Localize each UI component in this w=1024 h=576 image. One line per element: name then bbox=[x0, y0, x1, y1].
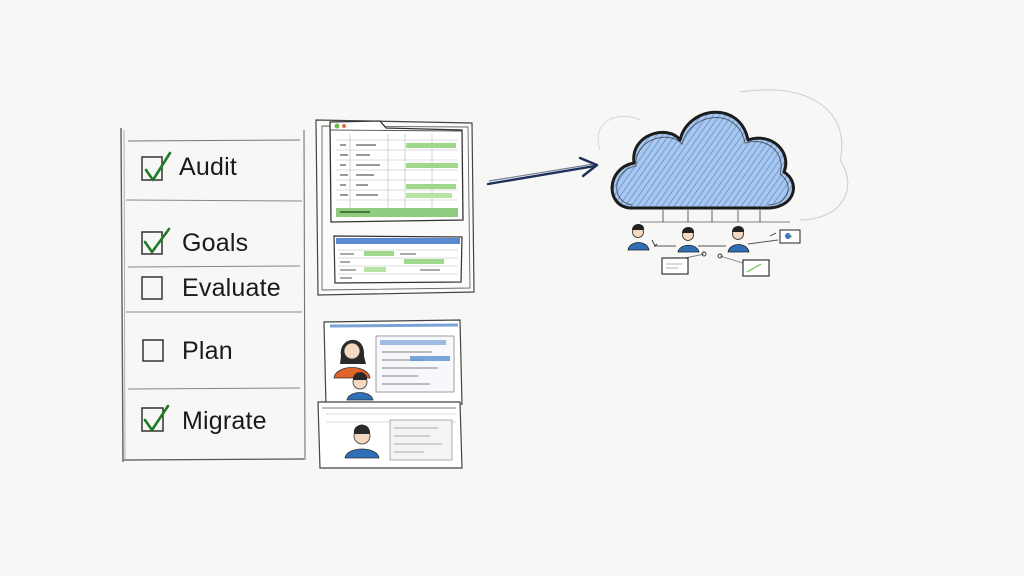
checklist-label-goals: Goals bbox=[182, 229, 249, 257]
checklist-label-plan: Plan bbox=[182, 337, 233, 365]
checkbox-evaluate[interactable] bbox=[141, 276, 163, 300]
checkbox-plan[interactable] bbox=[142, 339, 164, 362]
laptop-icon bbox=[661, 257, 689, 275]
checklist-label-audit: Audit bbox=[179, 153, 237, 181]
window-dot-icon bbox=[342, 124, 346, 128]
woman-avatar bbox=[333, 339, 371, 379]
man-avatar bbox=[344, 424, 380, 459]
video-call-window-bottom bbox=[317, 401, 463, 469]
tablet-icon bbox=[779, 229, 801, 244]
user-avatar-icon bbox=[627, 224, 650, 251]
laptop-icon bbox=[742, 259, 770, 277]
spreadsheet-window-middle bbox=[333, 235, 463, 284]
arrowhead-icon bbox=[578, 156, 599, 178]
checklist-label-evaluate: Evaluate bbox=[182, 274, 281, 302]
user-avatar-icon bbox=[677, 227, 700, 253]
video-call-window bbox=[323, 319, 463, 407]
checkbox-goals[interactable] bbox=[141, 227, 171, 255]
checkbox-audit[interactable] bbox=[141, 151, 172, 182]
window-dot-icon bbox=[334, 123, 340, 129]
user-avatar-icon bbox=[727, 226, 750, 253]
checkbox-migrate[interactable] bbox=[141, 404, 170, 432]
cursor-icon bbox=[651, 232, 777, 247]
spreadsheet-window-top bbox=[329, 120, 464, 223]
cloud-icon bbox=[610, 110, 795, 210]
man-avatar bbox=[346, 372, 374, 401]
checklist-label-migrate: Migrate bbox=[182, 407, 267, 435]
